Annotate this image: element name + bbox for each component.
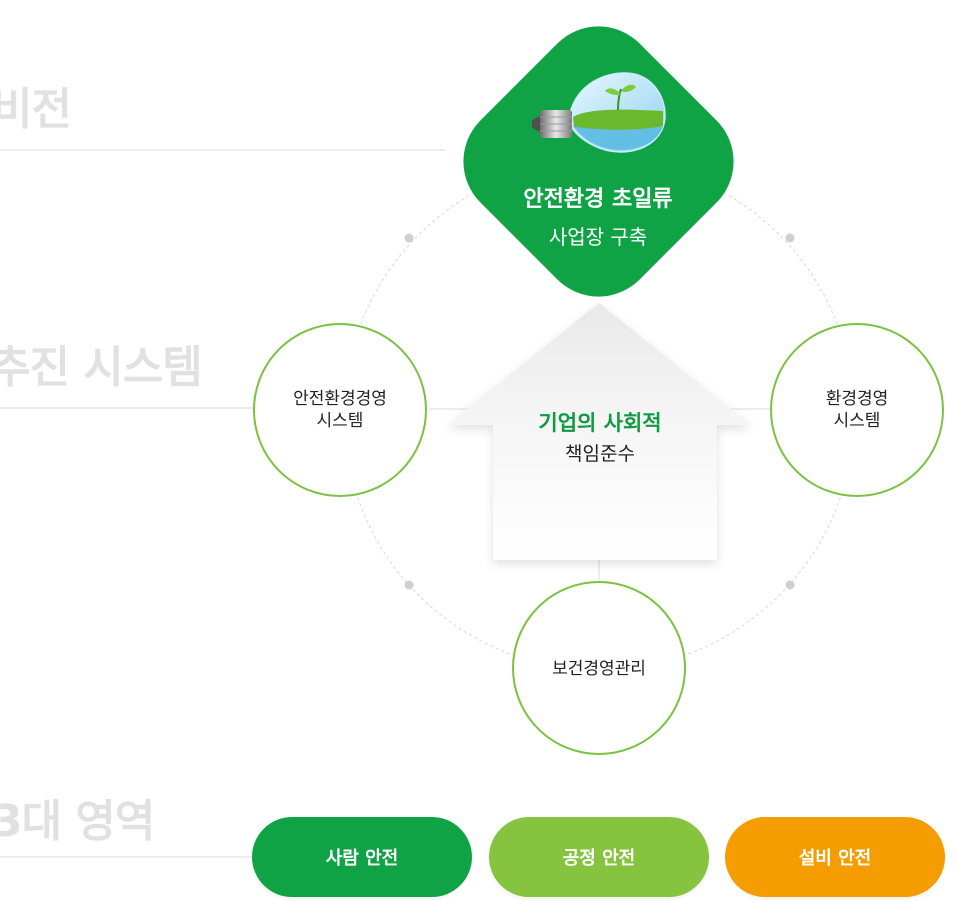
- row-label-system: 추진 시스템: [0, 342, 203, 393]
- circle-health-management-label: 보건경영관리: [552, 659, 646, 679]
- vision-title: 안전환경 초일류: [523, 187, 673, 212]
- orbit-dot: [785, 233, 795, 243]
- vision-diamond: [463, 26, 734, 297]
- area-pill-equipment-safety: 설비 안전: [725, 817, 945, 897]
- csr-title: 기업의 사회적: [538, 411, 662, 435]
- row-label-vision: 비전: [0, 84, 72, 135]
- row-divider-system: [0, 407, 262, 409]
- orbit-dot: [785, 580, 795, 590]
- row-divider-area: [0, 856, 265, 858]
- area-pill-people-safety: 사람 안전: [252, 817, 472, 897]
- csr-subtitle: 책임준수: [565, 443, 635, 465]
- area-pill-process-safety: 공정 안전: [489, 817, 709, 897]
- circle-label-line: 환경경영: [825, 389, 889, 409]
- vision-subtitle: 사업장 구축: [548, 225, 648, 249]
- csr-arrow: [447, 303, 751, 560]
- orbit-dot: [404, 233, 414, 243]
- circle-env-system-label: 환경경영 시스템: [826, 388, 889, 432]
- circle-label-line: 시스템: [316, 411, 364, 431]
- circle-label-line: 시스템: [833, 411, 881, 431]
- circle-safety-env-system: [253, 323, 427, 497]
- row-divider-vision: [0, 149, 445, 151]
- row-label-area: 3대 영역: [0, 796, 155, 847]
- circle-health-management: [512, 581, 686, 755]
- circle-env-system: [770, 323, 944, 497]
- orbit-dot: [404, 580, 414, 590]
- lightbulb-with-sprout-icon: [532, 72, 666, 153]
- circle-safety-env-system-label: 안전환경경영 시스템: [293, 388, 387, 432]
- circle-label-line: 안전환경경영: [293, 389, 387, 409]
